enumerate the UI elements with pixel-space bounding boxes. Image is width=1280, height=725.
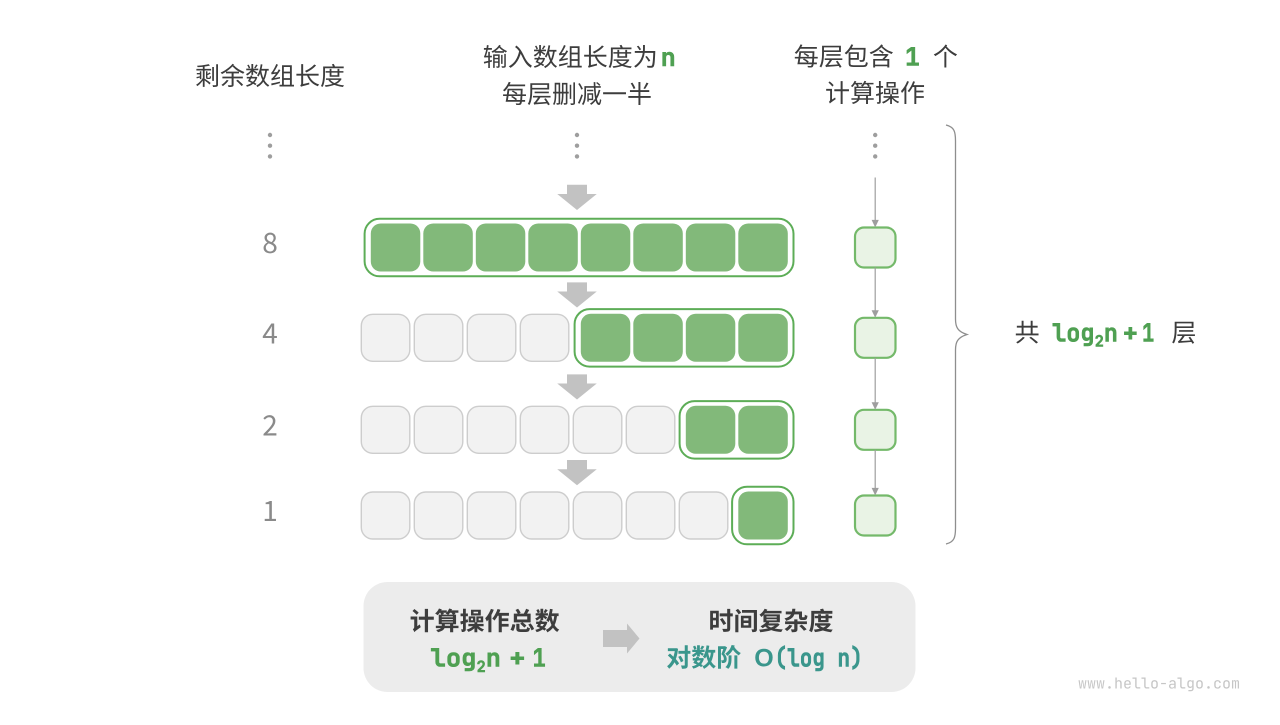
svg-text:log2n+1: log2n+1 [431, 641, 546, 678]
svg-text:时间复杂度: 时间复杂度 [708, 602, 833, 638]
svg-text:剩余数组长度: 剩余数组长度 [195, 57, 345, 93]
svg-text:1: 1 [262, 490, 278, 530]
svg-text:4: 4 [262, 312, 278, 352]
svg-text:计算操作: 计算操作 [825, 74, 925, 110]
svg-text:8: 8 [262, 222, 278, 262]
svg-text:2: 2 [262, 404, 278, 444]
svg-text:每层删减一半: 每层删减一半 [502, 75, 652, 111]
svg-text:www.hello-algo.com: www.hello-algo.com [1078, 674, 1240, 694]
svg-text:计算操作总数: 计算操作总数 [410, 602, 560, 638]
